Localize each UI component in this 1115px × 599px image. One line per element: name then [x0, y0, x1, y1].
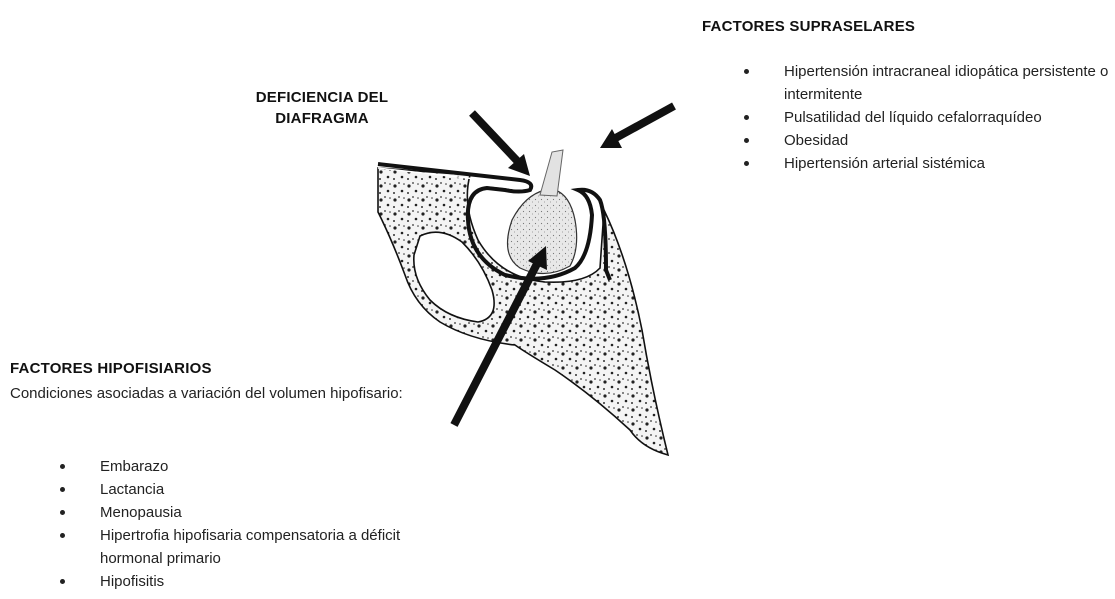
suprasellar-factors-title: FACTORES SUPRASELARES [702, 18, 915, 35]
diaphragm-deficiency-title: DEFICIENCIA DEL DIAFRAGMA [232, 87, 412, 129]
pituitary-factors-title: FACTORES HIPOFISIARIOS [10, 360, 212, 377]
diaphragm-arrow [472, 113, 522, 166]
diaphragm-title-line1: DEFICIENCIA DEL [232, 87, 412, 108]
list-item: Hipertensión intracraneal idiopática per… [784, 60, 1114, 106]
list-item: Lactancia [100, 478, 460, 501]
list-item: Hipofisitis [100, 570, 460, 593]
pituitary-factors-list: Embarazo Lactancia Menopausia Hipertrofi… [100, 455, 460, 593]
list-item: Hipertrofia hipofisaria compensatoria a … [100, 524, 460, 570]
suprasellar-factors-list: Hipertensión intracraneal idiopática per… [784, 60, 1114, 175]
list-item: Embarazo [100, 455, 460, 478]
pituitary-stalk [540, 150, 563, 196]
list-item: Hipertensión arterial sistémica [784, 152, 1114, 175]
list-item: Menopausia [100, 501, 460, 524]
list-item: Pulsatilidad del líquido cefalorraquídeo [784, 106, 1114, 129]
diaphragm-title-line2: DIAFRAGMA [232, 108, 412, 129]
suprasellar-arrow [612, 106, 674, 140]
list-item: Obesidad [784, 129, 1114, 152]
pituitary-factors-description: Condiciones asociadas a variación del vo… [10, 383, 430, 405]
